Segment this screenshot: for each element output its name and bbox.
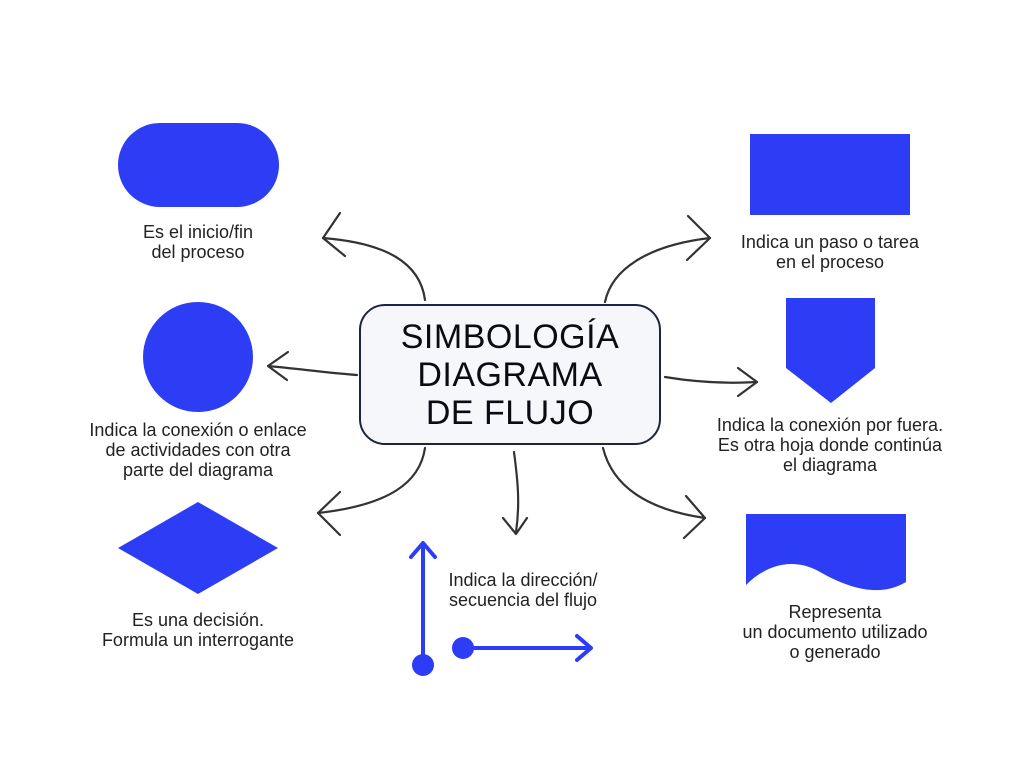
arrow-to-decision [316, 446, 427, 537]
arrow-to-terminal [321, 211, 427, 302]
flow-label: Indica la dirección/ secuencia del flujo [448, 570, 598, 610]
arrow-to-flow [501, 450, 529, 536]
offpage-symbol [786, 298, 875, 403]
title-line-3: DE FLUJO [425, 393, 595, 432]
flow-vertical-start-dot [412, 654, 434, 676]
flow-direction-symbol [409, 541, 593, 664]
document-symbol [746, 514, 906, 591]
process-label: Indica un paso o tarea en el proceso [740, 232, 920, 272]
terminal-label: Es el inicio/fin del proceso [142, 222, 254, 262]
process-symbol [750, 134, 910, 215]
document-label: Representa un documento utilizado o gene… [742, 602, 928, 662]
arrow-to-process [603, 214, 712, 304]
title-line-1: SIMBOLOGÍA [400, 317, 620, 356]
flow-horizontal-start-dot [452, 637, 474, 659]
offpage-label: Indica la conexión por fuera. Es otra ho… [716, 415, 944, 475]
connector-label: Indica la conexión o enlace de actividad… [89, 420, 307, 480]
decision-symbol [118, 502, 278, 594]
title-line-2: DIAGRAMA [417, 355, 603, 394]
arrow-to-document [601, 446, 707, 540]
title-box: SIMBOLOGÍA DIAGRAMA DE FLUJO [359, 304, 661, 445]
arrow-to-connector [266, 350, 359, 382]
decision-label: Es una decisión. Formula un interrogante [101, 610, 295, 650]
connector-symbol [143, 302, 253, 412]
arrow-to-offpage [663, 366, 759, 398]
terminal-symbol [118, 123, 279, 207]
